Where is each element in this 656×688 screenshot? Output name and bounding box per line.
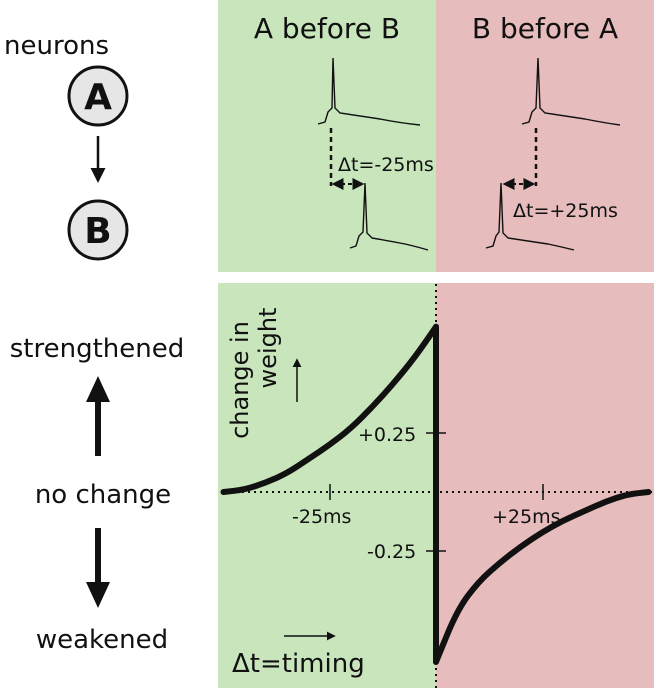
neuron-a xyxy=(67,65,129,127)
right-panel-title: B before A xyxy=(472,12,618,45)
weakened-arrowhead xyxy=(86,582,110,608)
neuron-b-label: B xyxy=(84,211,111,252)
neuron-a-label: A xyxy=(84,77,112,118)
x-tick-neg-label: -25ms xyxy=(292,506,351,528)
bottom-right-panel xyxy=(436,283,654,688)
strengthened-arrowhead xyxy=(86,376,110,402)
spike-trace-b-right xyxy=(485,182,575,251)
stdp-curve-depression xyxy=(433,489,652,665)
weakened-label: weakened xyxy=(36,625,168,655)
stdp-curves xyxy=(220,323,652,665)
left-panel-title: A before B xyxy=(254,12,400,45)
right-delta-label: Δt=+25ms xyxy=(513,200,618,222)
spike-trace-a-left xyxy=(317,57,421,126)
stdp-curve-potentiation xyxy=(220,323,439,495)
left-delta-label: Δt=-25ms xyxy=(338,154,434,176)
neurons-title: neurons xyxy=(4,31,109,61)
strengthened-label: strengthened xyxy=(10,334,184,364)
spike-trace-a-right xyxy=(521,57,621,126)
top-right-panel xyxy=(436,0,654,272)
y-tick-pos-label: +0.25 xyxy=(358,424,416,446)
no-change-label: no change xyxy=(35,480,171,510)
y-axis-label-line2: weight xyxy=(254,308,282,389)
y-axis-label-line1: change in xyxy=(226,321,254,439)
x-axis-label: Δt=timing xyxy=(232,649,365,679)
top-left-panel xyxy=(218,0,436,272)
neuron-b xyxy=(67,199,129,261)
x-tick-pos-label: +25ms xyxy=(492,506,561,528)
y-tick-neg-label: -0.25 xyxy=(367,541,416,563)
spike-trace-b-left xyxy=(349,182,429,251)
